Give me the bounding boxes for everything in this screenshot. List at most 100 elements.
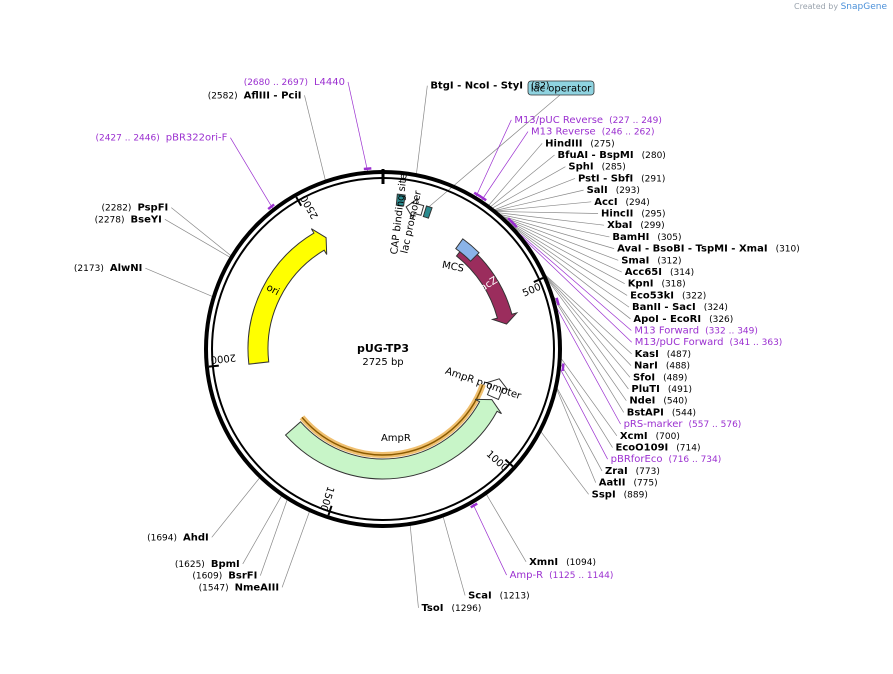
- enzyme-label[interactable]: (1609)BsrFI: [192, 571, 257, 582]
- enzyme-leader: [502, 218, 628, 296]
- enzyme-label[interactable]: XbaI(299): [607, 220, 665, 231]
- enzyme-leader: [409, 523, 419, 608]
- ampr-orf-line: [301, 384, 484, 456]
- primer-mark: [510, 220, 518, 229]
- enzyme-position: (714): [676, 444, 700, 454]
- enzyme-label[interactable]: (1625)BpmI: [175, 559, 240, 570]
- enzyme-label[interactable]: (2282)PspFI: [102, 203, 169, 214]
- feature-label-ampr-promoter: AmpR promoter: [444, 366, 524, 403]
- enzyme-label[interactable]: ScaI(1213): [468, 590, 530, 601]
- enzyme-separator: -: [661, 302, 672, 313]
- enzyme-name: PciI: [281, 90, 301, 101]
- tick-mark: [208, 364, 219, 368]
- enzyme-leader: [497, 213, 610, 238]
- plasmid-length: 2725 bp: [362, 357, 403, 368]
- enzyme-label[interactable]: SfoI(489): [633, 372, 687, 383]
- enzyme-label[interactable]: HincII(295): [601, 209, 666, 220]
- enzyme-name: Acc65I: [625, 267, 662, 278]
- enzyme-position: (1547): [199, 583, 229, 593]
- enzyme-leader: [487, 143, 543, 207]
- enzyme-label[interactable]: NarI(488): [634, 361, 690, 372]
- lac-operator-leader: [429, 94, 561, 207]
- enzyme-label[interactable]: ApoI - EcoRI(326): [633, 314, 733, 325]
- enzyme-label[interactable]: XcmI(700): [620, 431, 680, 442]
- enzyme-name: EcoRI: [670, 314, 701, 325]
- enzyme-name: NcoI: [465, 81, 490, 92]
- enzyme-label[interactable]: ZraI(773): [605, 466, 660, 477]
- enzyme-label[interactable]: TsoI(1296): [421, 603, 481, 614]
- enzyme-separator: -: [684, 244, 695, 255]
- primer-label[interactable]: (2427 .. 2446)pBR322ori-F: [95, 133, 227, 144]
- enzyme-label[interactable]: BfuAI - BspMI(280): [558, 150, 666, 161]
- enzyme-label[interactable]: KpnI(318): [628, 279, 686, 290]
- primer-label[interactable]: pRS-marker(557 .. 576): [624, 419, 742, 430]
- primer-range: (341 .. 363): [729, 338, 782, 348]
- enzyme-name: BsrFI: [228, 571, 257, 582]
- enzyme-leader: [499, 215, 619, 261]
- enzyme-position: (305): [657, 233, 681, 243]
- enzyme-label[interactable]: (1694)AhdI: [147, 532, 209, 543]
- feature-ampr[interactable]: [284, 398, 502, 480]
- primer-label[interactable]: M13 Reverse(246 .. 262): [531, 127, 655, 138]
- enzyme-position: (488): [666, 362, 690, 372]
- enzyme-label[interactable]: SalI(293): [587, 185, 640, 196]
- enzyme-label[interactable]: BstAPI(544): [627, 407, 696, 418]
- enzyme-leader: [242, 494, 283, 565]
- feature-ampr-promoter[interactable]: [484, 378, 509, 401]
- enzyme-label[interactable]: AccI(294): [594, 197, 650, 208]
- enzyme-leader: [503, 218, 630, 308]
- enzyme-separator: -: [490, 81, 501, 92]
- enzyme-label[interactable]: AatII(775): [599, 478, 658, 489]
- enzyme-position: (285): [602, 163, 626, 173]
- enzyme-label[interactable]: XmnI(1094): [529, 557, 596, 568]
- enzyme-label[interactable]: (2173)AlwNI: [74, 263, 142, 274]
- primer-label[interactable]: pBRforEco(716 .. 734): [611, 454, 722, 465]
- feature-lac-promoter[interactable]: [405, 197, 425, 220]
- enzyme-label[interactable]: BanII - SacI(324): [632, 302, 728, 313]
- enzyme-label[interactable]: (2278)BseYI: [95, 214, 162, 225]
- enzyme-label[interactable]: EcoO109I(714): [616, 443, 701, 454]
- enzyme-label[interactable]: PstI - SbfI(291): [578, 173, 665, 184]
- primer-label[interactable]: Amp-R(1125 .. 1144): [510, 570, 614, 581]
- enzyme-leader: [555, 386, 597, 483]
- enzyme-label[interactable]: AvaI - BsoBI - TspMI - XmaI(310): [617, 244, 800, 255]
- enzyme-label[interactable]: KasI(487): [635, 349, 691, 360]
- enzyme-name: NdeI: [629, 396, 655, 407]
- lac-operator-box-label: lac operator: [531, 84, 592, 95]
- enzyme-label[interactable]: BamHI(305): [612, 232, 681, 243]
- primer-label[interactable]: (2680 .. 2697)L4440: [244, 77, 345, 88]
- enzyme-label[interactable]: (2582)AflIII - PciI: [208, 90, 302, 101]
- enzyme-label[interactable]: SphI(285): [568, 162, 625, 173]
- feature-ori[interactable]: [247, 228, 328, 365]
- primer-label[interactable]: M13/pUC Forward(341 .. 363): [635, 337, 783, 348]
- enzyme-label[interactable]: SmaI(312): [621, 255, 681, 266]
- primer-name: pBRforEco: [611, 454, 663, 465]
- feature-lacz[interactable]: [455, 243, 519, 325]
- primer-label[interactable]: M13/pUC Reverse(227 .. 249): [514, 115, 662, 126]
- enzyme-position: (2582): [208, 91, 238, 101]
- enzyme-label[interactable]: Acc65I(314): [625, 267, 694, 278]
- primer-label[interactable]: M13 Forward(332 .. 349): [634, 326, 758, 337]
- enzyme-leader: [171, 207, 233, 257]
- plasmid-name: pUG-TP3: [357, 342, 409, 355]
- feature-mcs[interactable]: [455, 238, 480, 262]
- enzyme-position: (299): [640, 221, 664, 231]
- enzyme-name: SmaI: [621, 255, 649, 266]
- primer-leader: [347, 81, 369, 173]
- enzyme-label[interactable]: NdeI(540): [629, 396, 687, 407]
- enzyme-label[interactable]: HindIII(275): [545, 138, 614, 149]
- enzyme-label[interactable]: PluTI(491): [631, 384, 692, 395]
- enzyme-position: (291): [641, 174, 665, 184]
- enzyme-name: PluTI: [631, 384, 659, 395]
- enzyme-separator: -: [270, 90, 281, 101]
- enzyme-position: (1213): [500, 591, 530, 601]
- feature-cap-binding-site[interactable]: [395, 193, 406, 207]
- enzyme-label[interactable]: Eco53kI(322): [630, 290, 706, 301]
- enzyme-label[interactable]: SspI(889): [592, 489, 648, 500]
- enzyme-label[interactable]: BtgI - NcoI - StyI(82): [430, 81, 549, 92]
- enzyme-position: (318): [661, 280, 685, 290]
- enzyme-label[interactable]: (1547)NmeAIII: [199, 582, 279, 593]
- feature-lac-operator[interactable]: [422, 205, 433, 219]
